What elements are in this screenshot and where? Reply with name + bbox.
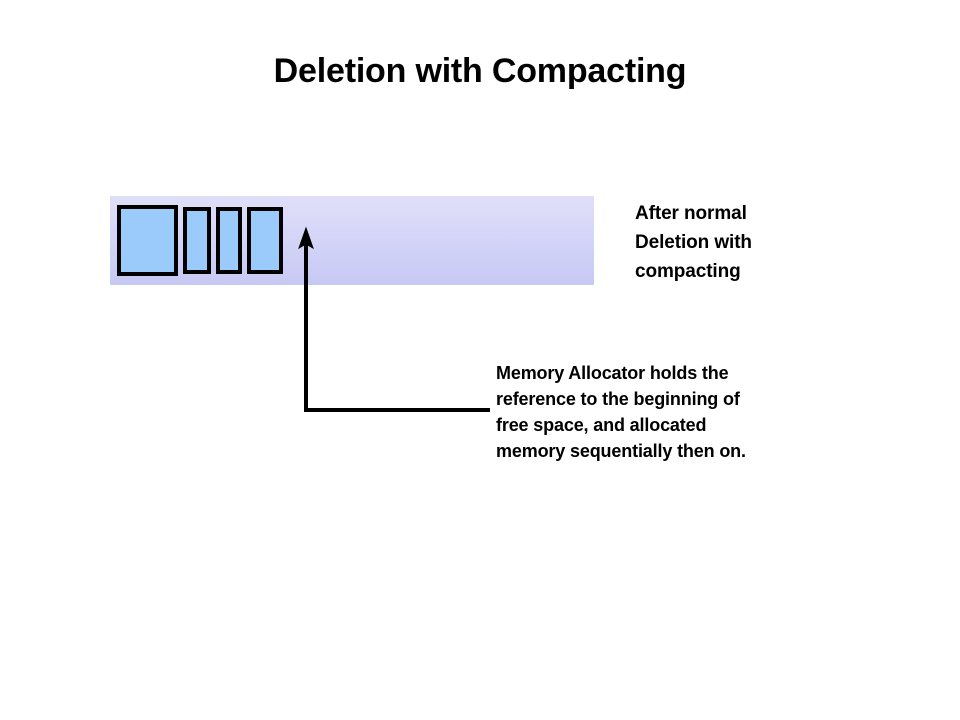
side-label-line-2: Deletion with (635, 232, 752, 253)
page-title-light: Deletion with (273, 52, 492, 90)
allocated-block-3 (216, 207, 242, 274)
side-label-line-1: After normal (635, 203, 747, 224)
allocator-caption-line-1: Memory Allocator holds the (496, 363, 729, 383)
allocated-block-2 (183, 207, 211, 274)
arrow-leader-line (304, 242, 490, 412)
allocator-caption-line-3: free space, and allocated (496, 415, 707, 435)
allocated-block-4 (247, 207, 283, 274)
page-title: Deletion with Compacting (0, 50, 960, 92)
free-space-pointer-arrow (298, 226, 490, 412)
side-label: After normal Deletion with compacting (635, 199, 935, 286)
side-label-line-3: compacting (635, 261, 741, 282)
allocator-caption: Memory Allocator holds the reference to … (496, 360, 826, 464)
page-title-bold: Compacting (491, 52, 687, 90)
allocator-caption-line-4: memory sequentially then on. (496, 441, 746, 461)
arrow-head-icon (298, 226, 314, 250)
allocated-block-1 (117, 205, 178, 276)
allocator-caption-line-2: reference to the beginning of (496, 389, 740, 409)
